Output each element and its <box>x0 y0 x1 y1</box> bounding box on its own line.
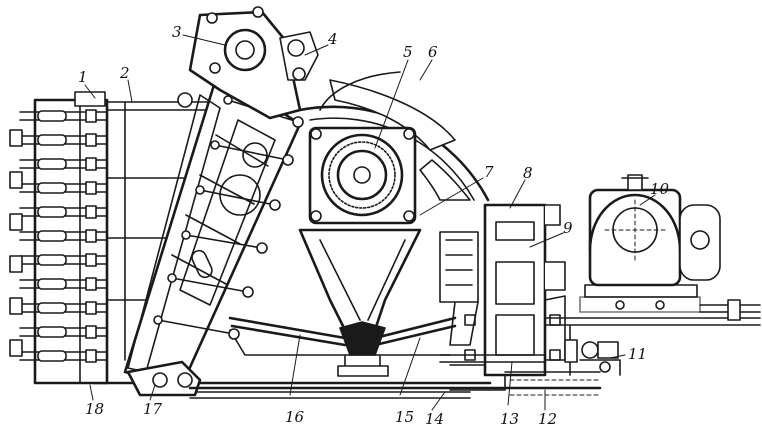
label-2: 2 <box>119 64 130 82</box>
label-1: 1 <box>78 68 88 86</box>
jaw-suspension <box>177 6 319 120</box>
label-5: 5 <box>403 43 413 61</box>
wall-bolts <box>9 109 108 363</box>
label-11: 11 <box>628 345 647 363</box>
label-14: 14 <box>425 410 444 428</box>
part-labels: 1 2 3 4 5 6 7 8 9 10 11 12 13 14 15 16 1… <box>78 23 670 428</box>
label-12: 12 <box>538 410 557 428</box>
lubrication-unit <box>544 317 761 376</box>
label-8: 8 <box>523 164 533 182</box>
label-9: 9 <box>563 219 573 237</box>
label-6: 6 <box>428 43 438 61</box>
drive-motor <box>579 174 761 321</box>
movable-jaw <box>123 70 302 397</box>
toggle-plates <box>228 316 457 377</box>
label-16: 16 <box>285 408 305 426</box>
pitman <box>298 228 422 332</box>
rear-toggle-block <box>439 203 566 377</box>
eccentric-bearing <box>308 126 417 225</box>
leader-lines <box>84 34 656 411</box>
label-7: 7 <box>484 163 494 181</box>
label-3: 3 <box>172 23 182 41</box>
label-18: 18 <box>85 400 104 418</box>
label-10: 10 <box>650 180 670 198</box>
label-17: 17 <box>143 400 163 418</box>
label-13: 13 <box>500 410 519 428</box>
label-4: 4 <box>327 30 338 48</box>
label-15: 15 <box>395 408 414 426</box>
tension-rod <box>188 371 602 396</box>
